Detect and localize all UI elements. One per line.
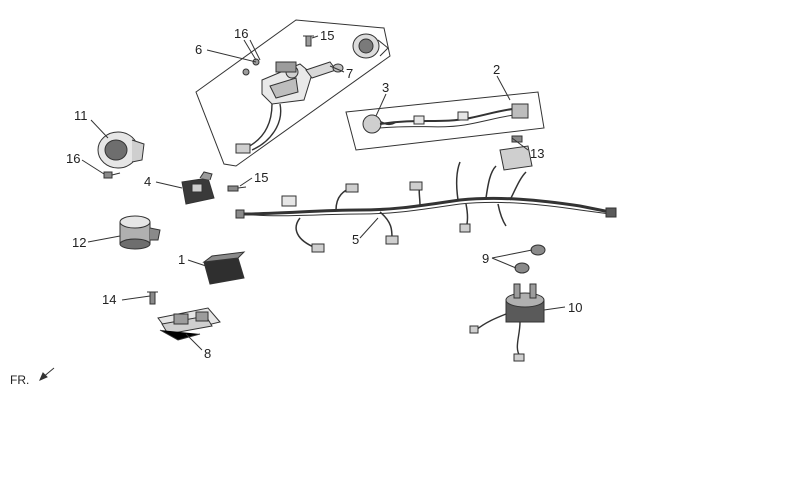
callout-14: 14 [102,292,116,307]
callout-15-top: 15 [320,28,334,43]
callout-17: 16 [66,151,80,166]
switch-part [362,114,382,134]
screw-part [303,35,314,47]
screw-part-2 [227,185,247,192]
switch-cover-part [352,33,389,59]
callout-12: 12 [72,235,86,250]
direction-arrow-icon [39,367,55,381]
callout-2: 2 [493,62,500,77]
bracket-part [157,307,221,341]
relay-part [181,171,215,205]
callout-10: 10 [568,300,582,315]
ignition-switch-group [195,19,391,167]
callout-7: 7 [346,66,353,81]
callout-5: 5 [352,232,359,247]
screw-part-3 [147,291,158,305]
bolt-part [103,171,121,179]
connector-block-part [499,145,533,171]
callout-9: 9 [482,251,489,266]
callout-16: 16 [234,26,248,41]
callout-6: 6 [195,42,202,57]
ignition-connector-part [235,143,251,154]
leader-lines [81,35,566,351]
regulator-part [202,251,246,285]
nut-part [514,244,546,274]
callout-13: 13 [530,146,544,161]
callout-1: 1 [178,252,185,267]
horn-part [97,131,145,169]
callout-8: 8 [204,346,211,361]
flasher-part [119,215,161,250]
starter-cable-group [345,91,545,151]
wiring-harness-part [235,135,617,253]
callout-15-mid: 15 [254,170,268,185]
starter-relay-part [469,283,545,362]
front-direction-indicator: FR. [10,367,55,387]
ignition-group-frame [195,19,391,167]
front-direction-label: FR. [10,373,29,387]
callout-labels: 6 16 15 7 2 3 11 16 4 15 13 12 1 5 9 10 … [66,26,582,361]
callout-11: 11 [74,108,88,123]
callout-3: 3 [382,80,389,95]
starter-group-frame [345,91,545,151]
callout-4: 4 [144,174,151,189]
